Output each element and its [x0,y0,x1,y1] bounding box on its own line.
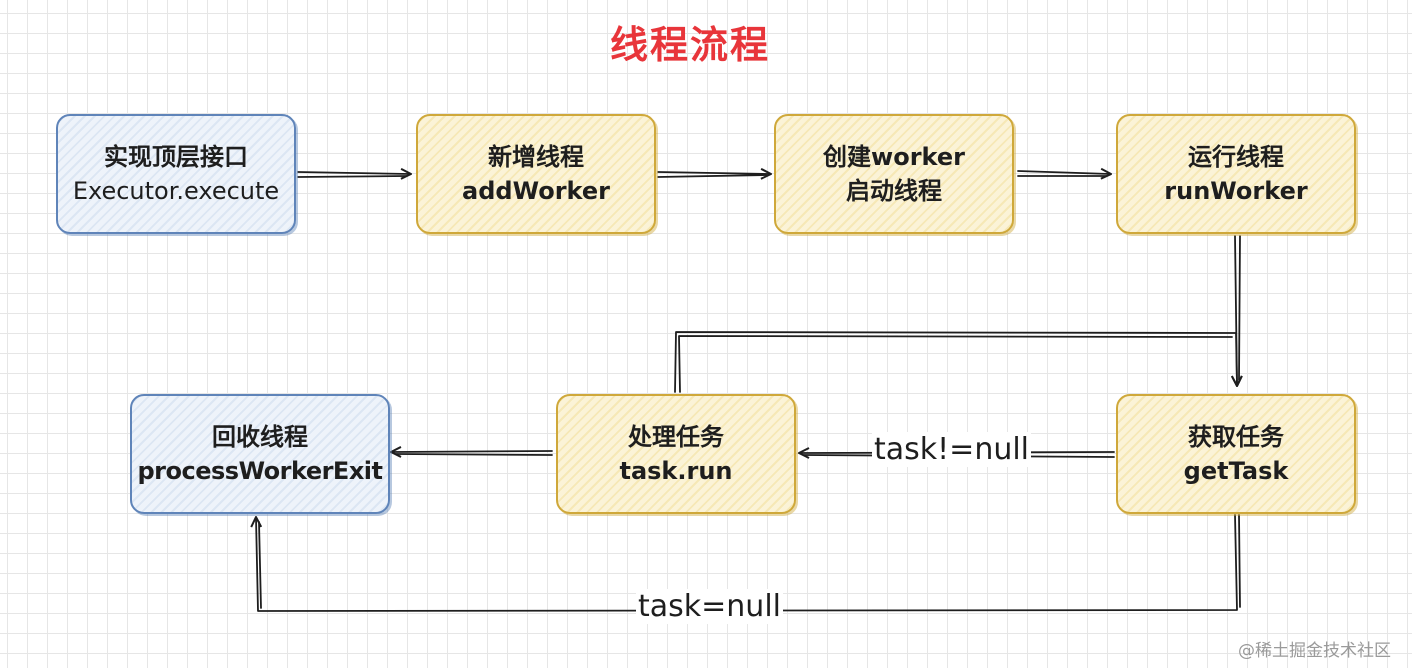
node-executor-execute[interactable]: 实现顶层接口 Executor.execute [56,114,296,234]
node-create-worker[interactable]: 创建worker 启动线程 [774,114,1014,234]
diagram-title: 线程流程 [609,23,770,67]
node-task-run[interactable]: 处理任务 task.run [556,394,796,514]
watermark: @稀土掘金技术社区 [1238,641,1391,661]
edge-label-task-not-null: task!=null [872,432,1032,467]
node-add-worker-title: 新增线程 [488,143,584,171]
node-get-task[interactable]: 获取任务 getTask [1116,394,1356,514]
node-add-worker[interactable]: 新增线程 addWorker [416,114,656,234]
node-process-worker-exit-title: 回收线程 [212,423,308,451]
node-executor-execute-title: 实现顶层接口 [104,143,248,171]
node-create-worker-subtitle: 启动线程 [846,177,942,205]
node-task-run-title: 处理任务 [628,423,724,451]
node-process-worker-exit[interactable]: 回收线程 processWorkerExit [130,394,390,514]
edge-taskrun-to-exit [390,446,553,458]
node-run-worker[interactable]: 运行线程 runWorker [1116,114,1356,234]
edge-addworker-to-create [657,167,772,180]
edge-execute-to-addworker [297,167,412,180]
node-add-worker-subtitle: addWorker [462,177,610,205]
node-task-run-subtitle: task.run [619,457,733,485]
edge-taskrun-loop-to-gettask [674,331,1243,393]
edge-create-to-runworker [1017,167,1112,180]
node-run-worker-title: 运行线程 [1188,143,1284,171]
node-executor-execute-subtitle: Executor.execute [72,177,280,205]
node-get-task-subtitle: getTask [1183,457,1289,485]
node-process-worker-exit-subtitle: processWorkerExit [137,457,383,485]
node-create-worker-title: 创建worker [823,143,965,171]
node-run-worker-subtitle: runWorker [1164,177,1308,205]
edge-label-task-null: task=null [636,589,783,624]
node-get-task-title: 获取任务 [1188,423,1284,451]
